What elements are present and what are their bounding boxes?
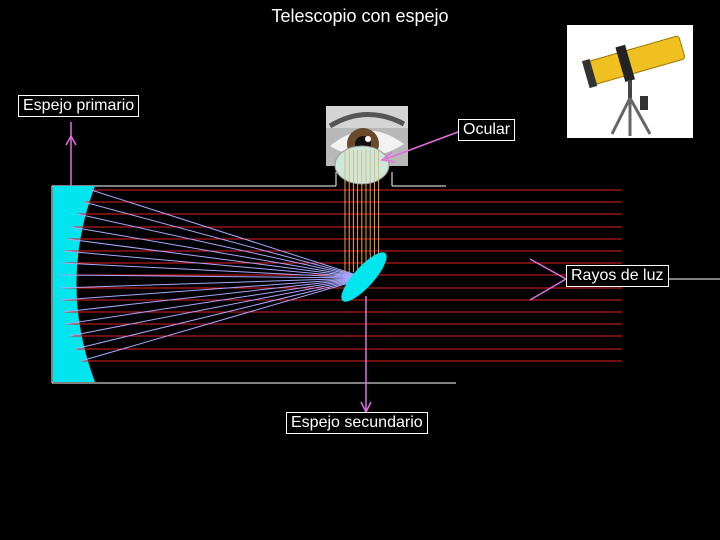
primary-mirror [53, 186, 95, 382]
secondary-mirror [341, 252, 387, 302]
light-ray [80, 277, 367, 362]
light-ray [77, 213, 367, 279]
light-ray [61, 262, 367, 279]
light-rays-label: Rayos de luz [566, 265, 669, 287]
telescope-photo [567, 25, 693, 138]
light-ray [74, 277, 367, 350]
light-ray [67, 238, 367, 279]
light-ray [60, 277, 367, 289]
telescope-tube [51, 172, 456, 384]
primary-mirror-label: Espejo primario [18, 95, 140, 117]
secondary-mirror-label: Espejo secundario [286, 412, 428, 434]
light-ray [60, 277, 367, 301]
diagram-title: Telescopio con espejo [271, 6, 449, 26]
light-ray [60, 274, 367, 279]
light-ray [69, 277, 367, 337]
light-ray [65, 277, 367, 325]
light-ray [71, 226, 367, 279]
light-ray [62, 277, 367, 313]
eyepiece-label: Ocular [458, 119, 516, 141]
light-ray [63, 250, 367, 279]
eyepiece-lens-lines [344, 150, 380, 182]
light-ray [91, 189, 367, 279]
light-ray [83, 201, 367, 279]
reflected-light-rays [60, 189, 367, 362]
